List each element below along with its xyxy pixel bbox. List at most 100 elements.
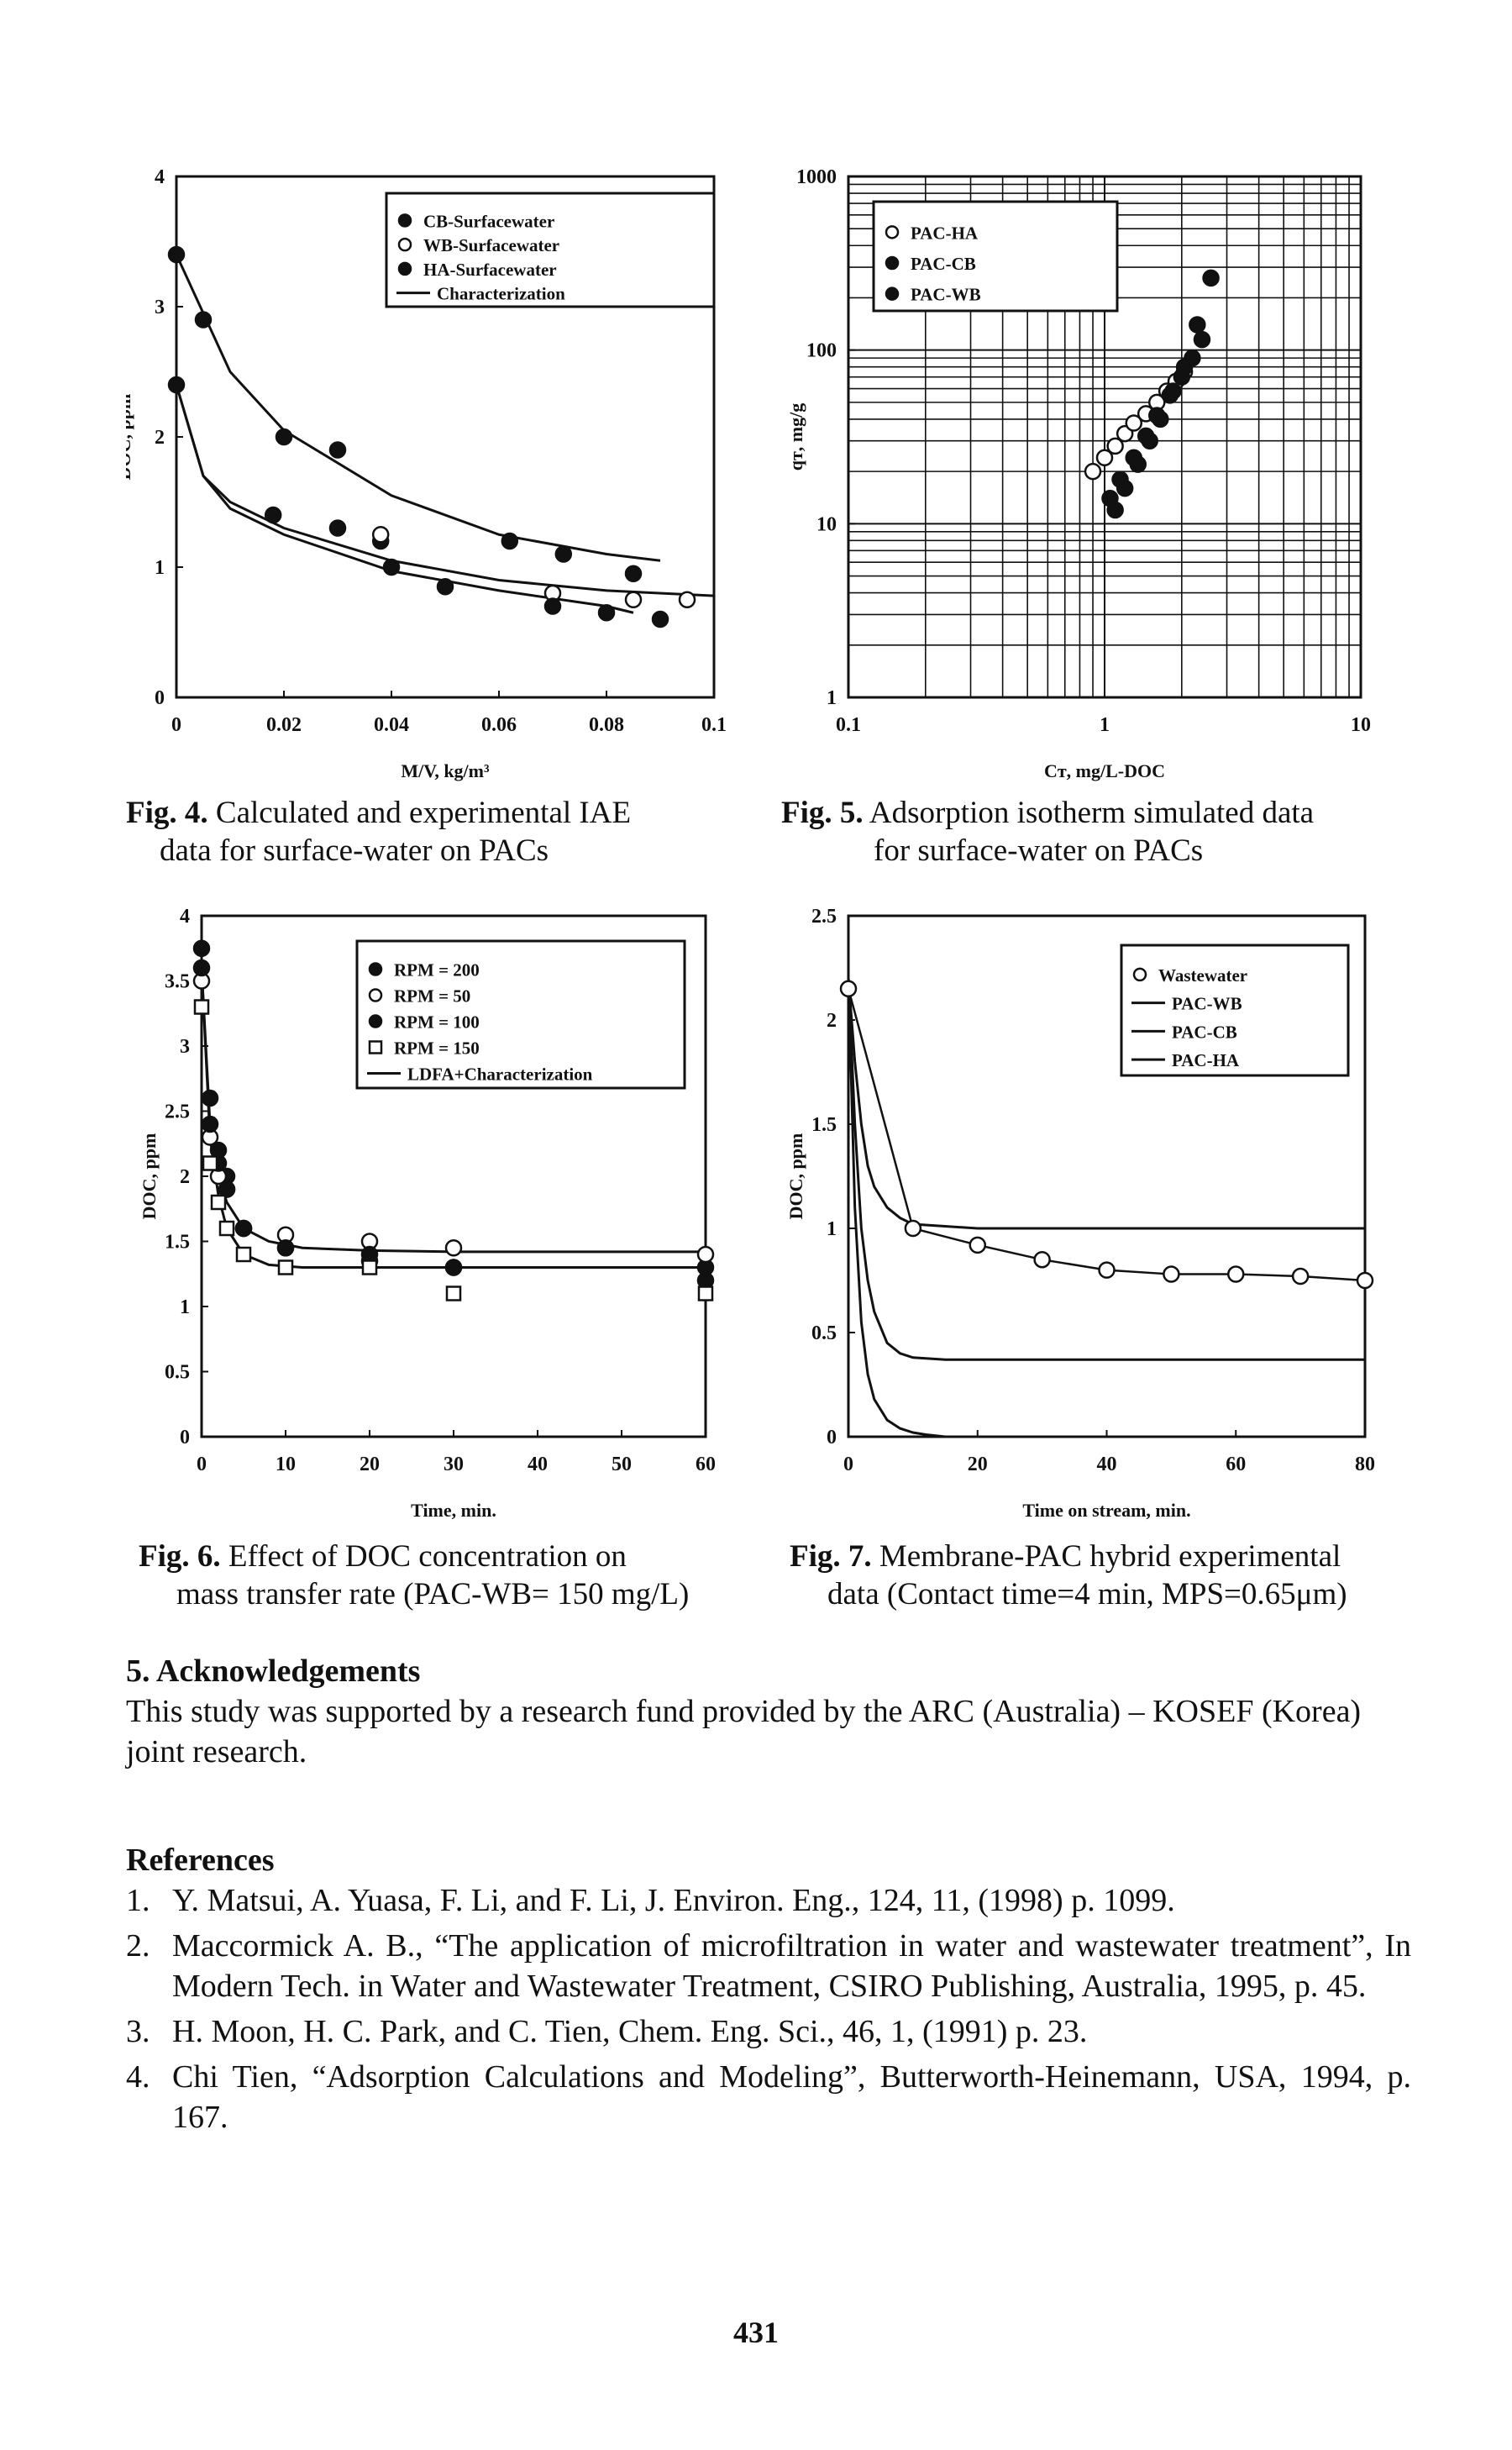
y-tick-label: 2.5 [165,1101,190,1123]
data-point [1095,449,1114,467]
data-point [1152,410,1169,428]
references-heading: References [126,1843,275,1878]
legend-swatch [368,1040,383,1054]
x-tick-label: 20 [968,1454,988,1475]
reference-item: 4.Chi Tien, “Adsorption Calculations and… [126,2057,1411,2137]
data-point [1106,501,1124,519]
series-line [848,978,1365,1437]
x-tick-label: 0 [197,1454,207,1475]
data-point [201,1115,219,1133]
figure-4-caption-line2: data for surface-water on PACs [160,833,549,868]
legend-swatch [885,287,900,301]
x-tick-label: 10 [276,1454,296,1475]
x-tick-label: 0.04 [374,714,409,736]
data-point [1116,479,1134,497]
data-point [1227,1265,1245,1283]
series-line [848,978,1365,1361]
y-tick-label: 2 [155,427,165,449]
data-point [328,519,347,537]
x-tick-label: 0 [843,1454,853,1475]
legend-box [385,192,716,308]
data-point [1291,1267,1310,1285]
y-tick-label: 3 [180,1036,190,1058]
figure-6-caption-line1: Effect of DOC concentration on [228,1539,627,1574]
x-tick-label: 0.1 [836,714,861,736]
series-line [848,978,1365,1230]
legend-label: Characterization [437,284,565,304]
series-line [176,384,634,614]
data-point [1164,382,1182,400]
figure-5-caption-line1: Adsorption isotherm simulated data [869,796,1315,830]
y-tick-label: 3.5 [165,971,190,993]
legend-swatch [368,988,383,1002]
data-point [382,558,401,576]
data-point [371,526,390,544]
reference-number: 3. [126,2014,150,2049]
figure-6-caption: Fig. 6. Effect of DOC concentration on m… [139,1538,777,1613]
x-tick-label: 0.08 [589,714,624,736]
y-tick-label: 1 [180,1296,190,1318]
data-point [624,565,643,582]
data-point [1163,1265,1180,1283]
reference-item: 3. H. Moon, H. C. Park, and C. Tien, Chem… [126,2011,1411,2052]
data-point [554,545,573,563]
data-point [192,939,211,957]
y-tick-label: 0 [155,687,165,709]
reference-number: 2. [126,1928,150,1964]
legend-label: PAC-CB [1172,1022,1237,1042]
x-tick-label: 20 [360,1454,380,1475]
y-tick-label: 3 [155,297,165,318]
x-tick-label: 40 [528,1454,548,1475]
data-point [276,1239,295,1257]
x-tick-label: 40 [1097,1454,1117,1475]
data-point [264,506,282,524]
reference-text: Chi Tien, “Adsorption Calculations and M… [172,2059,1411,2135]
data-point [678,591,696,608]
y-tick-label: 2 [180,1166,190,1188]
y-axis-label: DOC, ppm [785,1133,806,1220]
figure-4-caption: Fig. 4. Calculated and experimental IAE … [126,794,764,870]
figure-7-caption-line2: data (Contact time=4 min, MPS=0.65μm) [827,1577,1347,1611]
legend-swatch [397,213,412,228]
legend-label: PAC-HA [1172,1050,1240,1070]
legend-box [872,200,1119,313]
data-point [543,597,562,615]
y-tick-label: 1.5 [165,1232,190,1254]
y-axis-label: DOC, ppm [126,394,134,481]
y-tick-label: 1.5 [811,1114,837,1136]
x-tick-label: 0.06 [481,714,517,736]
data-point [328,441,347,459]
reference-item: 2.Maccormick A. B., “The application of … [126,1926,1411,2006]
data-point [445,1285,462,1301]
reference-text: H. Moon, H. C. Park, and C. Tien, Chem. … [172,2014,1088,2049]
legend-label: RPM = 100 [394,1012,480,1033]
y-tick-label: 2 [827,1010,837,1032]
legend-box [1120,944,1350,1077]
y-tick-label: 100 [806,340,837,362]
data-point [1193,330,1211,349]
x-tick-label: 0.1 [701,714,727,736]
legend-label: PAC-WB [911,285,981,305]
y-tick-label: 0.5 [811,1322,837,1344]
data-point [193,999,210,1015]
legend-swatch [885,225,900,239]
y-tick-label: 10 [816,513,837,535]
legend-label: RPM = 150 [394,1038,480,1059]
y-tick-label: 2.5 [811,906,837,928]
figure-5-caption-label: Fig. 5. [781,796,864,830]
figure-6-caption-label: Fig. 6. [139,1539,221,1574]
legend-swatch [368,962,383,976]
x-tick-label: 50 [612,1454,632,1475]
references-list: 1.Y. Matsui, A. Yuasa, F. Li, and F. Li,… [126,1880,1411,2137]
legend-label: HA-Surfacewater [423,260,557,280]
data-point [651,610,669,628]
data-point [1141,432,1158,450]
data-point [1033,1250,1051,1269]
legend-swatch [397,261,412,276]
